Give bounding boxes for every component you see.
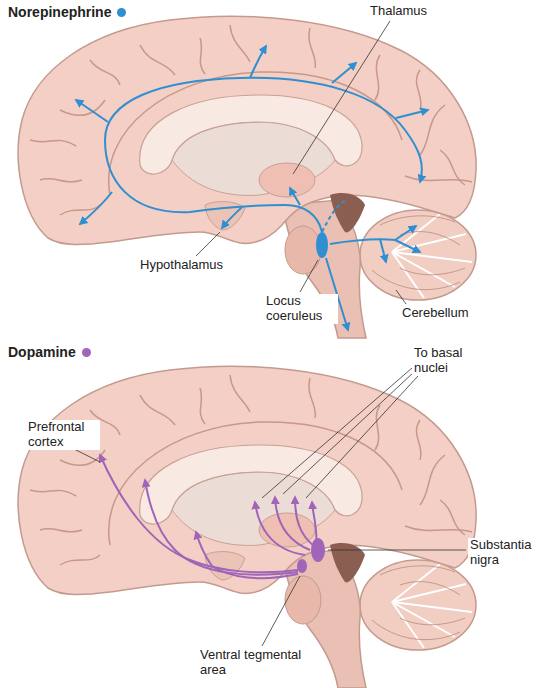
- norepinephrine-pathway: [76, 46, 428, 330]
- panel-heading: Norepinephrine: [8, 4, 111, 20]
- dopamine-pathway: [100, 455, 325, 578]
- part-label: Ventral tegmental area: [198, 648, 316, 678]
- brain-section: [18, 366, 476, 688]
- color-swatch: [117, 8, 126, 17]
- part-label: Cerebellum: [400, 306, 470, 321]
- nucleus-blob: [316, 232, 328, 258]
- legend-entry: Dopamine: [8, 344, 91, 360]
- part-label: To basal nuclei: [412, 346, 478, 376]
- color-swatch: [82, 348, 91, 357]
- part-label: Substantia nigra: [468, 538, 546, 568]
- part-label: Hypothalamus: [138, 258, 225, 273]
- brain-section: [18, 16, 476, 338]
- leader-line: [72, 21, 466, 646]
- part-label: Locus coeruleus: [264, 294, 338, 324]
- legend-entry: Norepinephrine: [8, 4, 126, 20]
- panel-heading: Dopamine: [8, 344, 76, 360]
- part-label: Thalamus: [368, 4, 429, 19]
- part-label: Prefrontal cortex: [26, 420, 100, 450]
